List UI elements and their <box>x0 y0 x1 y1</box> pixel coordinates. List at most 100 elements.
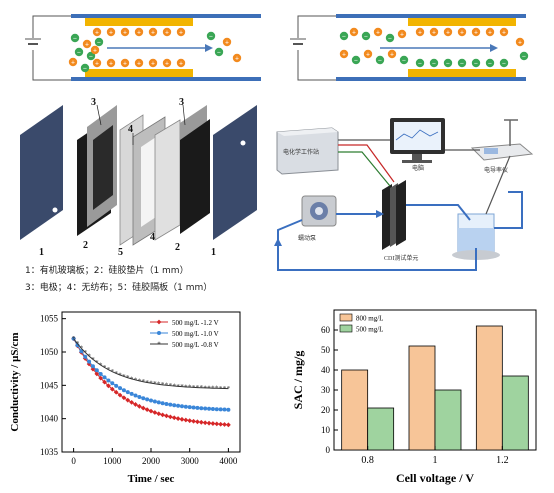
anion-icon <box>375 55 385 65</box>
nonwoven-right <box>154 119 181 241</box>
ion-sign: + <box>151 29 155 37</box>
anion-icon <box>94 37 104 47</box>
data-point <box>136 403 142 409</box>
ion-sign: + <box>432 29 436 37</box>
anion-icon <box>206 31 216 41</box>
data-point <box>106 378 111 383</box>
legend-entry: 500 mg/L -1.2 V <box>150 319 219 327</box>
anion-icon <box>74 47 84 57</box>
cation-icon <box>106 58 116 68</box>
stack-label: 1 <box>211 247 216 258</box>
data-point <box>129 391 134 396</box>
top-electrode <box>85 18 193 26</box>
ion-sign: + <box>123 29 127 37</box>
data-point <box>113 389 119 395</box>
data-point <box>214 407 219 412</box>
data-point: * <box>122 373 126 381</box>
data-point <box>140 405 146 411</box>
bottom-electrode <box>85 69 193 77</box>
ions-group: −+−+−++−+−+−+++++++−−−−−−−+− <box>339 27 529 68</box>
data-point: * <box>165 382 169 390</box>
ion-sign: − <box>488 60 492 68</box>
anion-icon <box>70 33 80 43</box>
data-point: * <box>192 384 196 392</box>
cation-icon <box>339 49 349 59</box>
electrode-left <box>87 105 117 227</box>
ion-sign: + <box>488 29 492 37</box>
data-point <box>203 406 208 411</box>
ion-sign: − <box>418 60 422 68</box>
anion-icon <box>86 51 96 61</box>
legend-label: 800 mg/L <box>356 315 383 323</box>
workstation-label: 电化学工作站 <box>283 148 319 156</box>
cation-icon <box>106 27 116 37</box>
ion-sign: − <box>402 57 406 65</box>
data-point: * <box>114 370 118 378</box>
beaker <box>452 213 500 260</box>
data-point <box>195 405 200 410</box>
data-point <box>114 383 119 388</box>
data-point <box>121 395 127 401</box>
ion-sign: + <box>390 51 394 59</box>
ion-sign: − <box>77 49 81 57</box>
cation-icon <box>443 27 453 37</box>
data-point <box>171 415 177 421</box>
ion-sign: − <box>432 60 436 68</box>
anion-icon <box>339 31 349 41</box>
y-tick-label: 1045 <box>40 380 59 390</box>
data-point <box>109 386 115 392</box>
cation-icon <box>397 29 407 39</box>
peristaltic-pump: 蠕动泵 <box>298 195 337 242</box>
ion-sign: + <box>165 60 169 68</box>
data-point <box>133 402 138 407</box>
data-point <box>141 396 146 401</box>
end-plate-left <box>20 105 63 240</box>
data-point <box>172 403 177 408</box>
cdi-test-unit: CDI测试单元 <box>382 180 418 262</box>
cdi-schematic-charging: ++++++++++++++−+−−+−−+−+−+ <box>25 14 261 81</box>
pump-label: 蠕动泵 <box>298 234 316 242</box>
ion-sign: − <box>83 65 87 73</box>
computer-label: 电脑 <box>412 164 424 172</box>
flow-arrow <box>107 44 213 52</box>
data-point <box>187 405 192 410</box>
cation-icon <box>176 58 186 68</box>
x-axis-label: Cell voltage / V <box>396 471 474 485</box>
data-point: * <box>157 381 161 389</box>
data-point: * <box>72 335 76 343</box>
ion-sign: + <box>376 29 380 37</box>
data-point: * <box>130 375 134 383</box>
ion-sign: − <box>217 49 221 57</box>
data-point <box>164 401 169 406</box>
bar <box>408 345 436 451</box>
legend-label: 500 mg/L -0.8 V <box>172 341 219 349</box>
cation-icon <box>134 27 144 37</box>
data-point <box>79 349 84 354</box>
cdi-test-system: 电化学工作站 电脑 电导率仪 蠕动泵 CDI测试单元 <box>274 118 534 271</box>
ion-sign: − <box>97 39 101 47</box>
data-point <box>198 419 204 425</box>
cation-icon <box>349 27 359 37</box>
ion-sign: − <box>502 60 506 68</box>
stack-label: 2 <box>175 242 180 253</box>
y-tick-label: 1055 <box>40 314 59 324</box>
x-tick-label: 3000 <box>181 456 200 466</box>
ion-sign: + <box>165 29 169 37</box>
y-tick-label: 40 <box>321 365 331 375</box>
anion-icon <box>471 58 481 68</box>
y-tick-label: 0 <box>326 445 331 455</box>
cation-icon <box>68 57 78 67</box>
ion-sign: − <box>378 57 382 65</box>
top-electrode <box>408 18 516 26</box>
data-point <box>144 407 150 413</box>
y-tick-label: 1040 <box>40 414 59 424</box>
x-axis-label: Time / sec <box>128 473 175 485</box>
x-tick-label: 1000 <box>103 456 122 466</box>
x-tick-label: 0.8 <box>361 455 374 466</box>
ion-sign: + <box>366 51 370 59</box>
conductivity-meter: 电导率仪 <box>470 119 534 174</box>
ion-sign: + <box>342 51 346 59</box>
end-plate-right <box>213 105 257 240</box>
ion-sign: + <box>85 41 89 49</box>
anion-icon <box>385 33 395 43</box>
